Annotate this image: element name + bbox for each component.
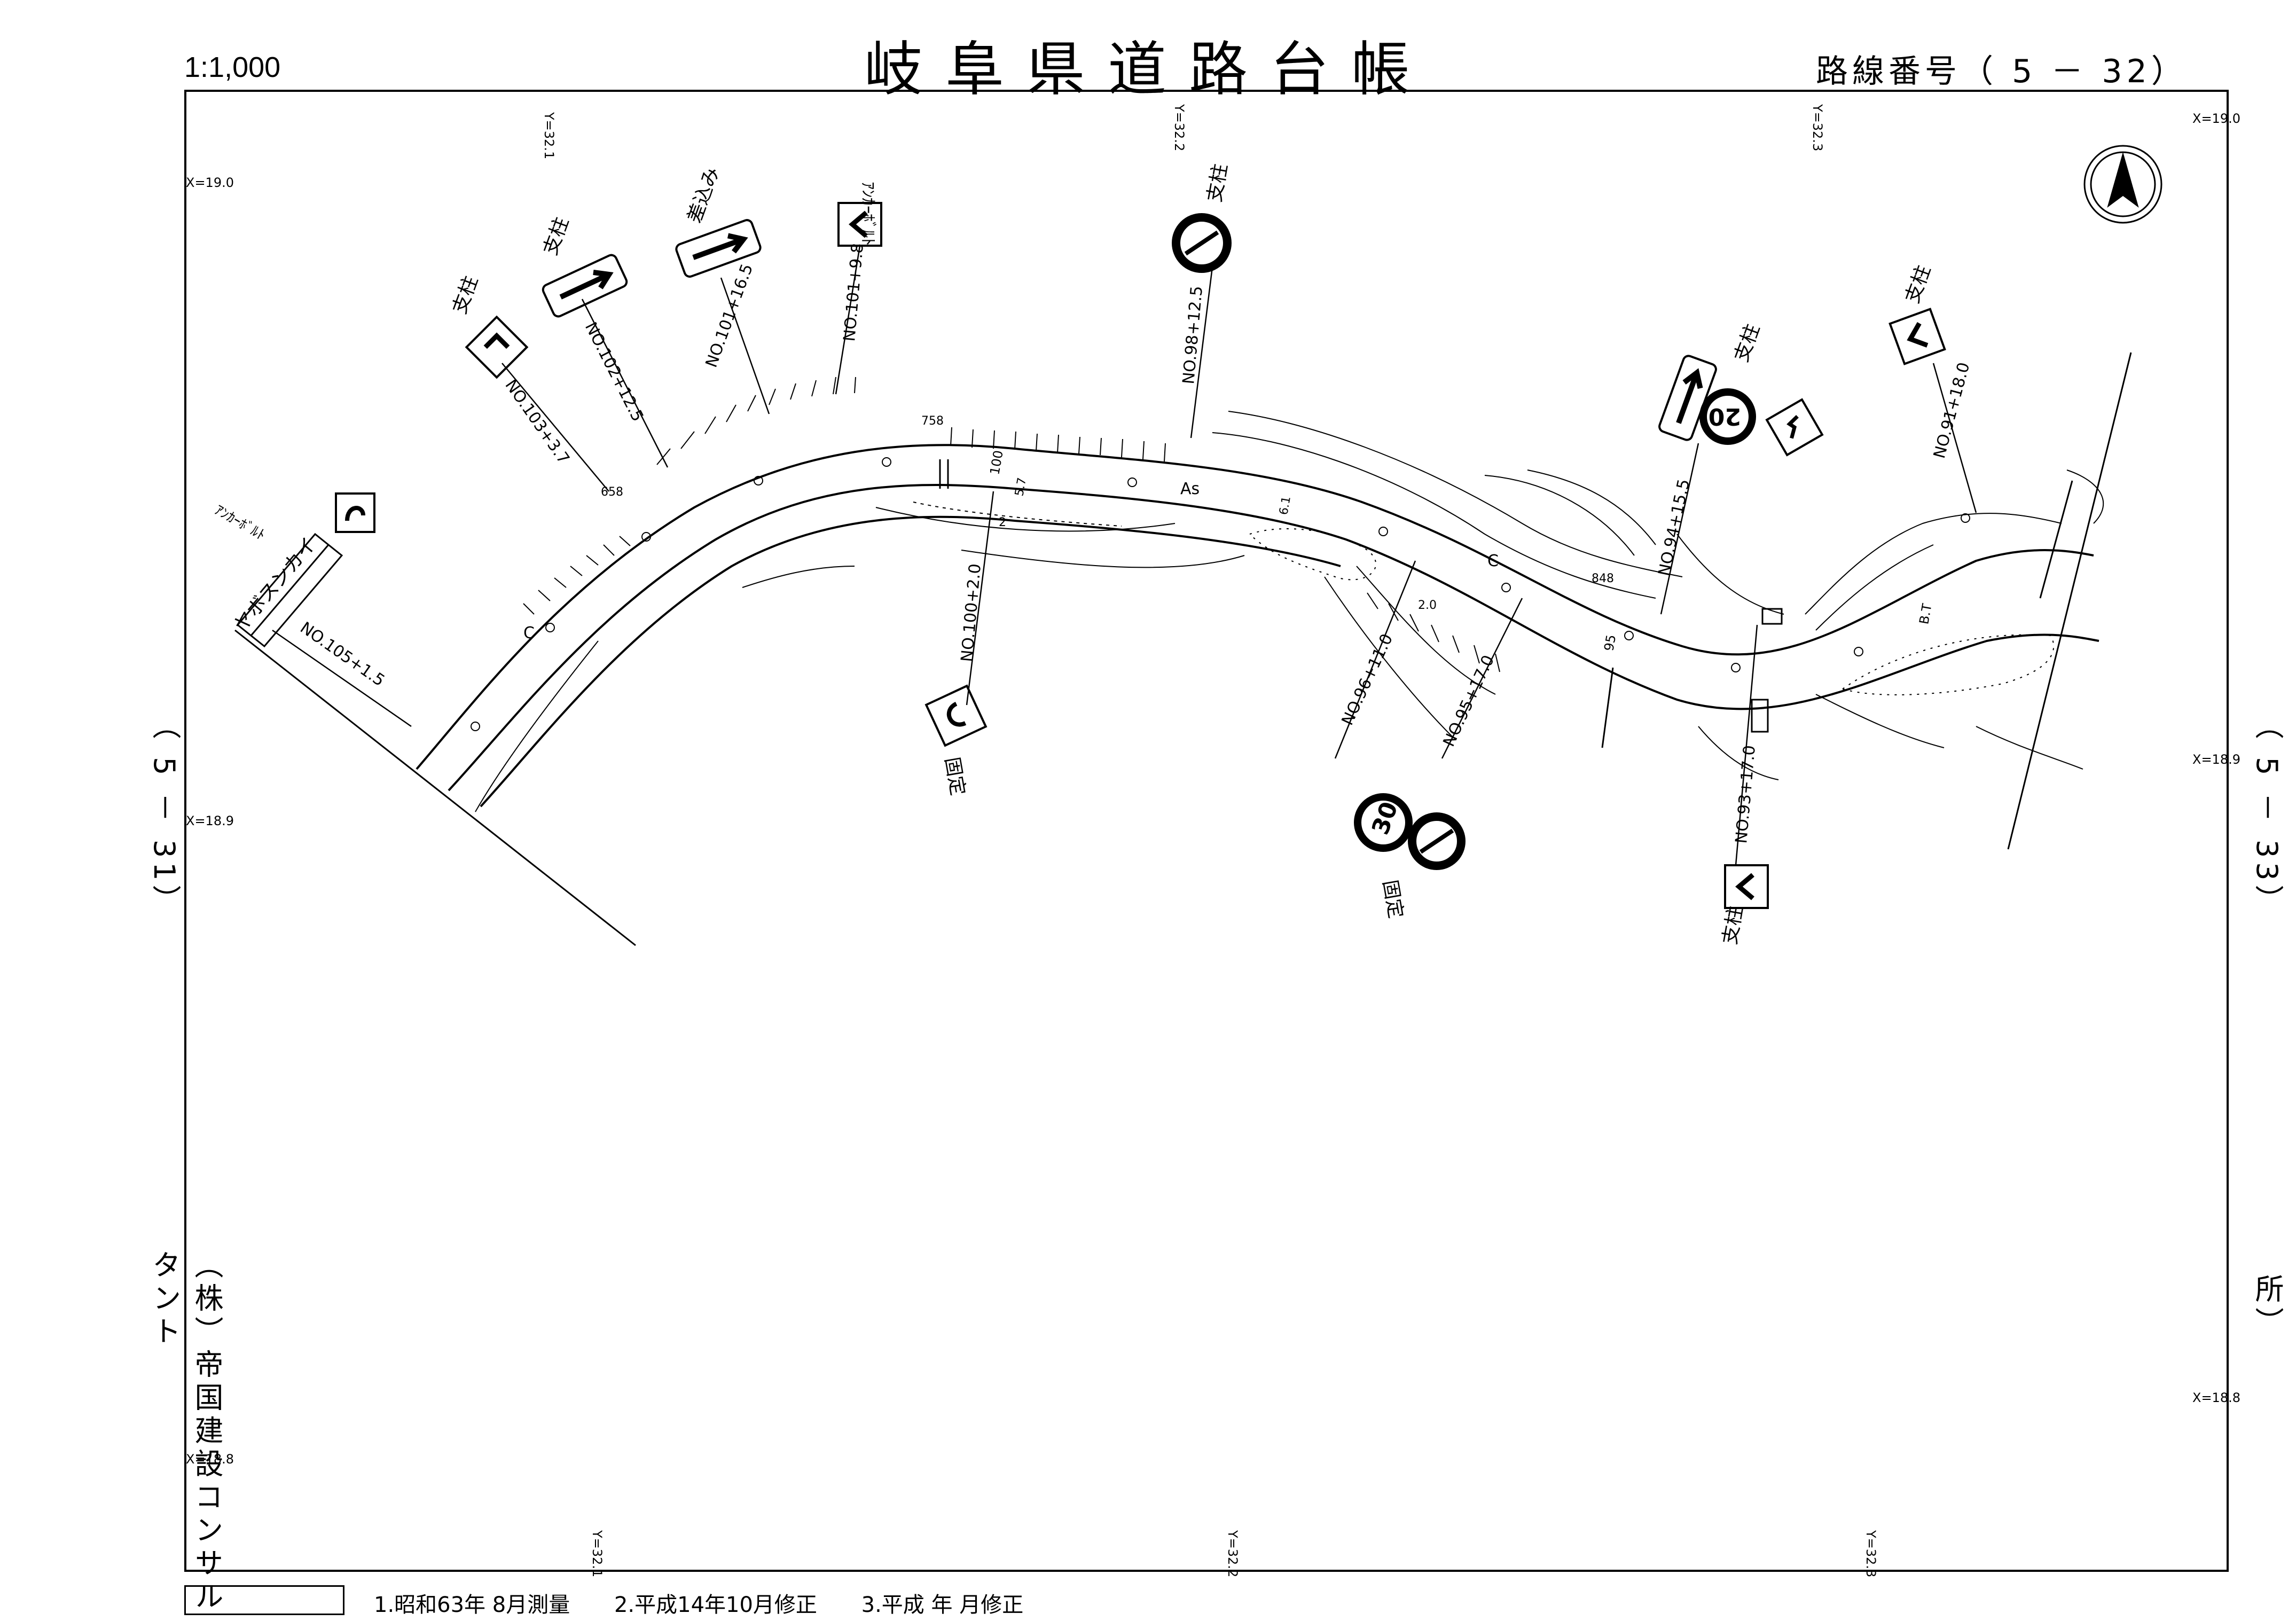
station-label: NO.103+3.7	[501, 377, 573, 468]
width-label: 2	[999, 516, 1006, 529]
fixed-label: 固定	[1378, 878, 1407, 920]
map-frame	[184, 90, 2229, 1572]
road-poles	[471, 457, 1970, 731]
elevation-label: 848	[1592, 572, 1614, 585]
station-label: NO.100+2.0	[958, 563, 985, 663]
grid-label-top-2: Y=32.2	[1172, 104, 1187, 151]
width-label: 6.1	[1277, 495, 1294, 516]
station-label: NO.102+12.5	[581, 319, 647, 425]
support-label: 支柱	[1901, 262, 1935, 306]
grid-label-right-2: X=18.9	[2192, 752, 2240, 767]
slope-hatching	[523, 377, 1500, 672]
curve-label: C	[523, 624, 535, 643]
grid-label-left-2: X=18.9	[186, 813, 234, 828]
regulatory-sign-icons	[1172, 213, 1756, 870]
note-survey: 1.昭和63年 8月測量	[374, 1593, 570, 1617]
grid-label-top-3: Y=32.3	[1810, 104, 1825, 151]
road-edges	[416, 444, 2099, 808]
support-label: 支柱	[1203, 162, 1232, 204]
adjacent-sheet-right[interactable]: （ 5 － 33）	[2250, 710, 2284, 918]
support-label: 支柱	[1730, 321, 1764, 365]
office-credit: 岐阜県（高山建設事務所）	[2250, 1274, 2296, 1605]
revision-stamp-box	[184, 1585, 344, 1615]
elevation-label: 658	[601, 485, 623, 499]
chevron-sign-icons	[335, 202, 1946, 909]
culvert-marks	[939, 459, 1783, 733]
route-number: 路線番号（ 5 － 32）	[1816, 53, 2188, 90]
north-arrow-icon	[2083, 145, 2162, 224]
anchor-bolt-note: ｱﾝｶｰﾎﾞﾙﾄ	[212, 502, 268, 544]
station-label: NO.93+17.0	[1732, 745, 1759, 844]
width-label: 2.0	[1418, 599, 1437, 612]
consultant-credit: （株）帝国建設コンサルタント	[147, 1250, 223, 1614]
speed-limit-20: 20	[1709, 403, 1741, 430]
grid-label-right-3: X=18.8	[2192, 1390, 2240, 1405]
grid-label-bottom-1: Y=32.1	[590, 1530, 605, 1577]
grid-label-top-1: Y=32.1	[542, 112, 557, 159]
grid-label-bottom-2: Y=32.2	[1225, 1530, 1240, 1577]
station-100-label: 100	[987, 449, 1006, 476]
station-label: NO.96+11.0	[1338, 631, 1397, 728]
curve-label: C	[1487, 552, 1499, 570]
bt-label: B.T	[1916, 602, 1934, 625]
revision-notes: 1.昭和63年 8月測量 2.平成14年10月修正 3.平成 年 月修正	[374, 1587, 1061, 1618]
station-label: NO.94+15.5	[1655, 477, 1694, 578]
map-title: 岐阜県道路台帳	[864, 35, 1432, 104]
grid-label-bottom-3: Y=32.3	[1863, 1530, 1878, 1577]
station-label: NO.95+17.0	[1440, 652, 1499, 749]
grid-label-left-1: X=19.0	[186, 175, 234, 190]
adjacent-sheet-left[interactable]: （ 5 － 31）	[147, 710, 181, 918]
station-label: NO.101+16.5	[702, 261, 757, 370]
elevation-label: 758	[921, 414, 944, 428]
station-95-label: 95	[1601, 633, 1619, 652]
map-scale: 1:1,000	[184, 51, 281, 83]
signboard-outline	[236, 532, 343, 648]
grid-label-right-1: X=19.0	[2192, 111, 2240, 126]
support-label: 支柱	[539, 214, 573, 258]
station-leader-lines	[272, 245, 1977, 866]
grid-label-left-3: X=18.8	[186, 1452, 234, 1467]
support-label: 支柱	[1719, 905, 1747, 946]
note-revision-1: 2.平成14年10月修正	[614, 1593, 817, 1617]
anchor-bolt-label: ｱﾝｶｰﾎﾞﾙﾄ	[858, 182, 877, 246]
station-label: NO.98+12.5	[1179, 285, 1206, 385]
width-label: 5.7	[1013, 476, 1029, 497]
embedded-label: 差込み	[684, 165, 724, 226]
sheet-edge-lines	[234, 352, 2132, 946]
surface-label: As	[1180, 480, 1200, 498]
note-revision-2: 3.平成 年 月修正	[861, 1593, 1024, 1617]
fixed-label: 固定	[941, 755, 969, 797]
station-label: NO.101+9.8	[840, 242, 867, 342]
embankment-dotted-areas	[913, 502, 2055, 695]
support-label: 支柱	[449, 273, 482, 317]
terrain-contours	[475, 411, 2104, 812]
